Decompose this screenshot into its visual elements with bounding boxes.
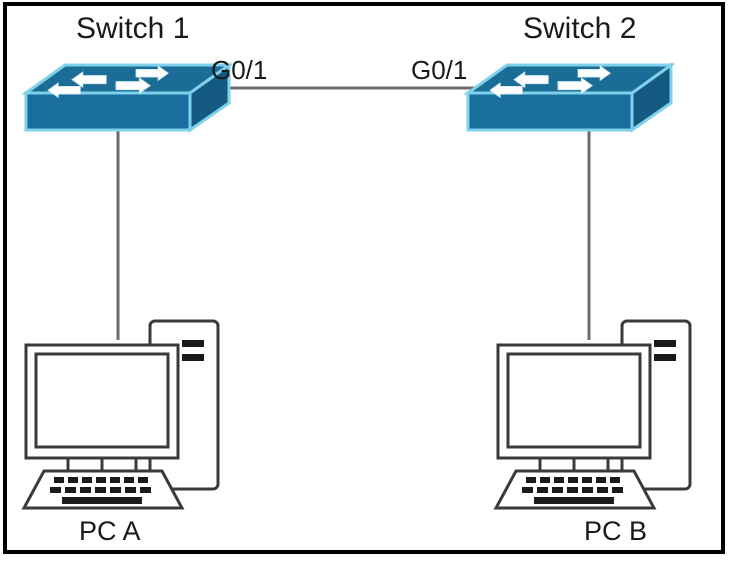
port-label-switch2-g0-1: G0/1 bbox=[411, 55, 468, 85]
pc-b-label: PC B bbox=[584, 516, 648, 546]
pc-monitor-screen bbox=[34, 352, 170, 449]
pc-keyboard-keys bbox=[50, 477, 151, 504]
pc-a-label: PC A bbox=[79, 516, 141, 546]
diagram-border bbox=[3, 2, 725, 554]
pc-keyboard-keys bbox=[522, 477, 623, 504]
device-pc-a[interactable] bbox=[21, 319, 220, 510]
pc-tower-slot-top bbox=[182, 340, 204, 347]
pc-tower-slot-top bbox=[654, 340, 676, 347]
link-layer bbox=[116, 86, 591, 340]
device-switch-1[interactable] bbox=[21, 62, 234, 133]
switch-front-face bbox=[466, 91, 634, 132]
device-switch-2[interactable] bbox=[463, 62, 676, 133]
switch-2-label: Switch 2 bbox=[523, 12, 637, 45]
pc-tower-slot-bottom bbox=[654, 354, 676, 361]
pc-monitor-screen bbox=[506, 352, 642, 449]
pc-tower-slot-bottom bbox=[182, 354, 204, 361]
port-label-switch1-g0-1: G0/1 bbox=[211, 55, 268, 85]
device-pc-b[interactable] bbox=[493, 319, 692, 510]
switch-front-face bbox=[24, 91, 192, 132]
switch-1-label: Switch 1 bbox=[76, 12, 190, 45]
